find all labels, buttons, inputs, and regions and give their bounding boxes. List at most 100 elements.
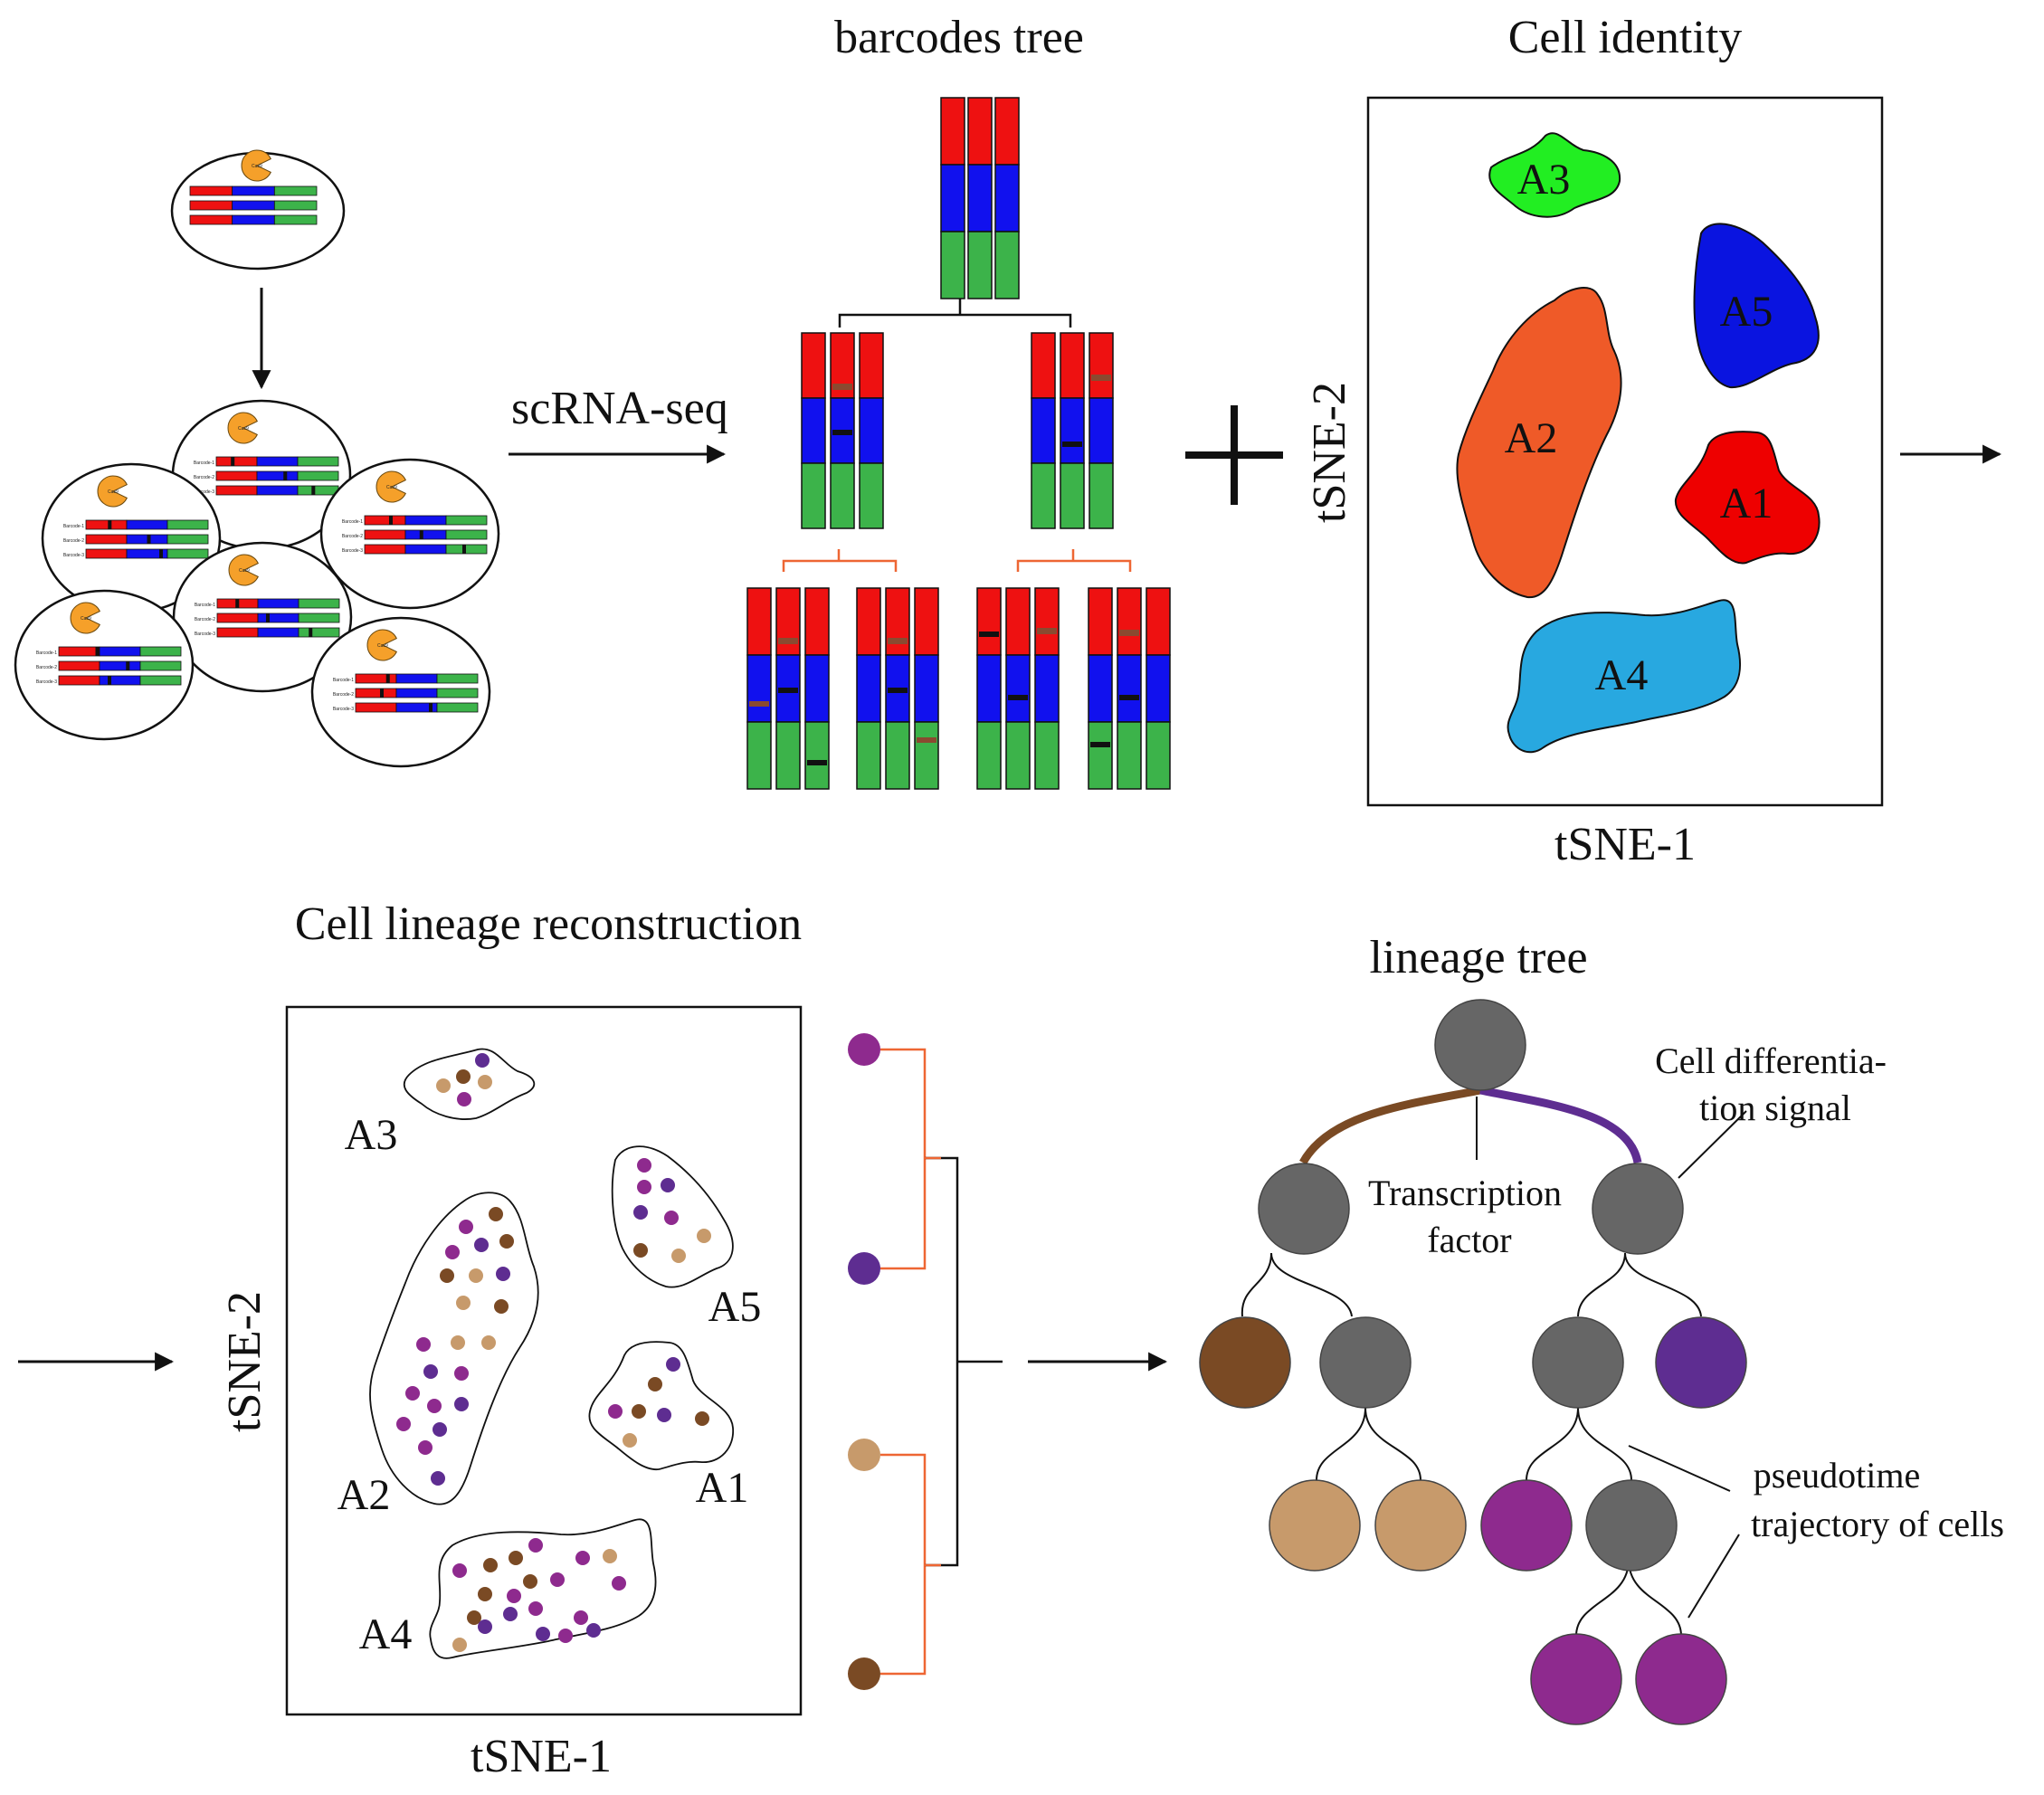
cell-dot — [474, 1238, 489, 1252]
plus-icon — [1185, 405, 1283, 505]
outline-a4 — [429, 1518, 657, 1659]
barcode-label: Barcode-2 — [195, 617, 215, 622]
cell-dot — [632, 1404, 646, 1419]
cell-dot — [528, 1538, 543, 1553]
cell-dot — [633, 1243, 648, 1258]
barcode-label: Barcode-3 — [63, 553, 84, 558]
cell-dot — [575, 1551, 590, 1565]
cell-dot — [396, 1417, 411, 1431]
cas9-label: Cas9 — [108, 489, 119, 495]
scrna-seq-label: scRNA-seq — [511, 383, 728, 434]
cas9-icon — [228, 554, 259, 586]
cell-dot — [603, 1549, 617, 1563]
cell-identity-xlabel: tSNE-1 — [1554, 819, 1696, 870]
cell-dot — [423, 1364, 438, 1379]
barcode-label: Barcode-1 — [194, 461, 214, 466]
outline-a2 — [369, 1192, 539, 1505]
cas9-label: Cas9 — [377, 643, 388, 649]
cell-dot — [695, 1411, 709, 1426]
lineage-plot-ylabel: tSNE-2 — [219, 1291, 271, 1432]
tree-leaf-purple-2 — [1530, 1633, 1622, 1725]
tree-leaf-tan-2 — [1374, 1479, 1467, 1572]
annotation-differentiation-signal: Cell differentia- tion signal — [1655, 1040, 1896, 1128]
cell-dot — [494, 1299, 509, 1314]
cell-dot — [478, 1619, 492, 1634]
barcode-label: Barcode-2 — [333, 692, 354, 698]
cell-dot — [445, 1245, 460, 1259]
cell-dot — [661, 1178, 675, 1192]
cell-dot — [612, 1576, 626, 1591]
dendro-leaf-tan — [848, 1439, 880, 1471]
cell-dot — [697, 1229, 711, 1243]
lineage-plot-frame — [285, 1005, 803, 1716]
cell-dot — [469, 1268, 483, 1283]
barcode-label: Barcode-1 — [195, 603, 215, 608]
tree-node-3 — [1585, 1479, 1678, 1572]
cell-dot — [623, 1433, 637, 1448]
cell-dot — [586, 1623, 601, 1638]
lineage-plot-xlabel: tSNE-1 — [471, 1731, 612, 1782]
lineage-tree-title: lineage tree — [1369, 932, 1587, 983]
annotation-transcription-factor: Transcription factor — [1368, 1173, 1571, 1260]
tree-node-right — [1592, 1163, 1684, 1255]
outline-a5-label: A5 — [708, 1283, 762, 1331]
cell-dot — [457, 1092, 471, 1106]
cas9-label: Cas9 — [386, 485, 397, 490]
cluster-a5 — [1693, 223, 1820, 389]
annotation-pseudotime: pseudotime trajectory of cells — [1751, 1455, 2004, 1544]
outline-a2-label: A2 — [337, 1471, 391, 1519]
cas9-icon — [241, 149, 271, 182]
cell-dot — [550, 1572, 565, 1587]
barcode-label: Barcode-3 — [333, 707, 354, 712]
ancestor-cell: Cas9 — [170, 149, 346, 271]
cells-panel: Cas9Cas9Barcode-1Barcode-2Barcode-3Cas9B… — [14, 149, 500, 768]
tree-leaf-purple-1 — [1480, 1479, 1573, 1572]
outline-a3 — [403, 1048, 536, 1120]
cell-dot — [418, 1440, 433, 1455]
cell-dot — [478, 1587, 492, 1601]
tree-leaf-brown — [1199, 1316, 1291, 1409]
cell-dot — [436, 1078, 451, 1093]
barcode-label: Barcode-3 — [342, 548, 363, 554]
cell-dot — [459, 1220, 473, 1234]
cell-dot — [454, 1366, 469, 1381]
cell-identity-plot-frame — [1366, 96, 1884, 807]
cell-dot — [452, 1638, 467, 1652]
cell-dot — [481, 1335, 496, 1350]
outline-a1 — [588, 1341, 734, 1470]
cluster-a5-label: A5 — [1720, 288, 1773, 336]
cas9-label: Cas9 — [238, 426, 249, 432]
barcode-label: Barcode-1 — [36, 651, 57, 656]
cell-dot — [454, 1397, 469, 1411]
tree-leaf-tan-1 — [1269, 1479, 1361, 1572]
cas9-icon — [366, 629, 397, 661]
cell-dot — [657, 1408, 671, 1422]
barcode-label: Barcode-1 — [342, 519, 363, 525]
cell-identity-ylabel: tSNE-2 — [1304, 382, 1355, 523]
dendro-leaf-brown — [848, 1657, 880, 1690]
cluster-a2 — [1456, 287, 1622, 599]
outline-a4-label: A4 — [359, 1610, 413, 1658]
barcode-label: Barcode-2 — [36, 665, 57, 670]
cell-dot — [664, 1211, 679, 1225]
cell-dot — [431, 1471, 445, 1486]
cas9-label: Cas9 — [252, 164, 262, 169]
barcode-label: Barcode-3 — [194, 489, 214, 495]
cluster-a1-label: A1 — [1720, 480, 1773, 527]
cell-dot — [405, 1386, 420, 1401]
cell-dot — [528, 1601, 543, 1616]
tree-node-left — [1258, 1163, 1350, 1255]
barcode-label: Barcode-2 — [194, 475, 214, 480]
cell-dot — [478, 1075, 492, 1089]
barcodes-tree — [746, 97, 1171, 790]
cell-identity-title: Cell identity — [1508, 12, 1743, 63]
cluster-a4 — [1507, 599, 1742, 754]
cell-dot — [608, 1404, 623, 1419]
cas9-label: Cas9 — [239, 568, 250, 574]
cell-dot — [666, 1357, 680, 1372]
